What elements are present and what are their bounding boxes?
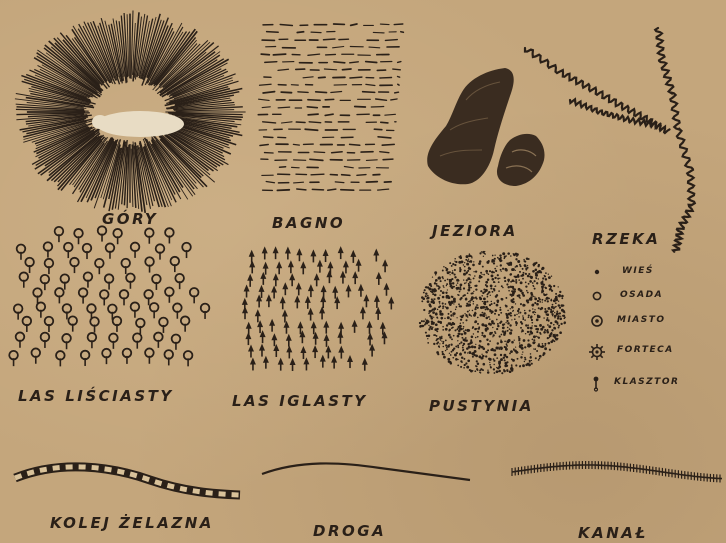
label-gory: GÓRY xyxy=(102,210,158,228)
mountains-symbol xyxy=(15,11,246,213)
label-rzeka: RZEKA xyxy=(592,230,660,248)
monastery-icon xyxy=(594,377,599,391)
label-droga: DROGA xyxy=(313,522,386,540)
swamp-symbol xyxy=(258,24,403,190)
deciduous-forest-symbol xyxy=(9,226,209,366)
canal-symbol xyxy=(512,461,722,483)
label-jeziora: JEZIORA xyxy=(432,222,518,240)
label-pustynia: PUSTYNIA xyxy=(429,397,534,415)
label-miasto: MIASTO xyxy=(617,315,666,325)
railway-symbol xyxy=(15,467,240,495)
label-bagno: BAGNO xyxy=(272,214,345,232)
river-symbol xyxy=(525,28,695,252)
label-wies: WIEŚ xyxy=(622,266,654,276)
label-las-iglasty: LAS IGLASTY xyxy=(232,392,368,410)
road-symbol xyxy=(262,463,470,480)
village-icon xyxy=(595,270,599,274)
label-las-lisciasty: LAS LIŚCIASTY xyxy=(18,387,174,405)
hamlet-icon xyxy=(593,292,600,299)
label-kanal: KANAŁ xyxy=(578,524,648,542)
lakes-symbol xyxy=(427,68,544,186)
lake-small xyxy=(497,134,545,186)
fortress-icon xyxy=(589,344,605,360)
label-kolej-zelazna: KOLEJ ŻELAZNA xyxy=(50,514,214,532)
label-forteca: FORTECA xyxy=(617,345,674,355)
desert-symbol xyxy=(419,251,566,374)
label-klasztor: KLASZTOR xyxy=(614,377,679,387)
label-osada: OSADA xyxy=(620,290,663,300)
coniferous-forest-symbol xyxy=(242,246,394,371)
